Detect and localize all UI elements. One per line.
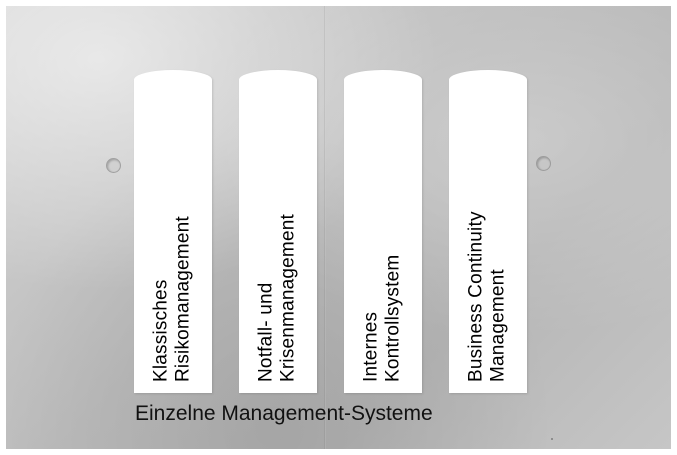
binder-label: Internes Kontrollsystem: [360, 82, 406, 382]
binder-label: Notfall- und Krisenmanagement: [256, 82, 301, 382]
right-hole: [536, 156, 551, 171]
left-hole: [106, 158, 121, 173]
background-seam: [324, 6, 326, 449]
binder-label-line1: Internes: [360, 311, 382, 382]
diagram-frame: Klassisches Risikomanagement Notfall- un…: [6, 6, 671, 449]
binder-label-line1: Business Continuity: [465, 210, 487, 382]
diagram-caption: Einzelne Management-Systeme: [135, 402, 433, 425]
binder-label-line2: Krisenmanagement: [278, 213, 299, 382]
binder-label: Klassisches Risikomanagement: [151, 82, 196, 382]
binder-notfall-krisenmanagement: Notfall- und Krisenmanagement: [239, 70, 317, 393]
binder-klassisches-risikomanagement: Klassisches Risikomanagement: [134, 70, 212, 393]
binder-internes-kontrollsystem: Internes Kontrollsystem: [344, 70, 422, 393]
binder-label-line2: Management: [488, 268, 509, 382]
binder-label: Business Continuity Management: [466, 82, 511, 382]
binder-label-line1: Notfall- und: [255, 281, 277, 382]
binder-label-line1: Klassisches: [150, 278, 172, 382]
binder-label-line2: Risikomanagement: [173, 215, 194, 382]
texture-speck: [551, 438, 553, 440]
binder-label-line2: Kontrollsystem: [383, 254, 404, 382]
binder-business-continuity-management: Business Continuity Management: [449, 70, 527, 393]
